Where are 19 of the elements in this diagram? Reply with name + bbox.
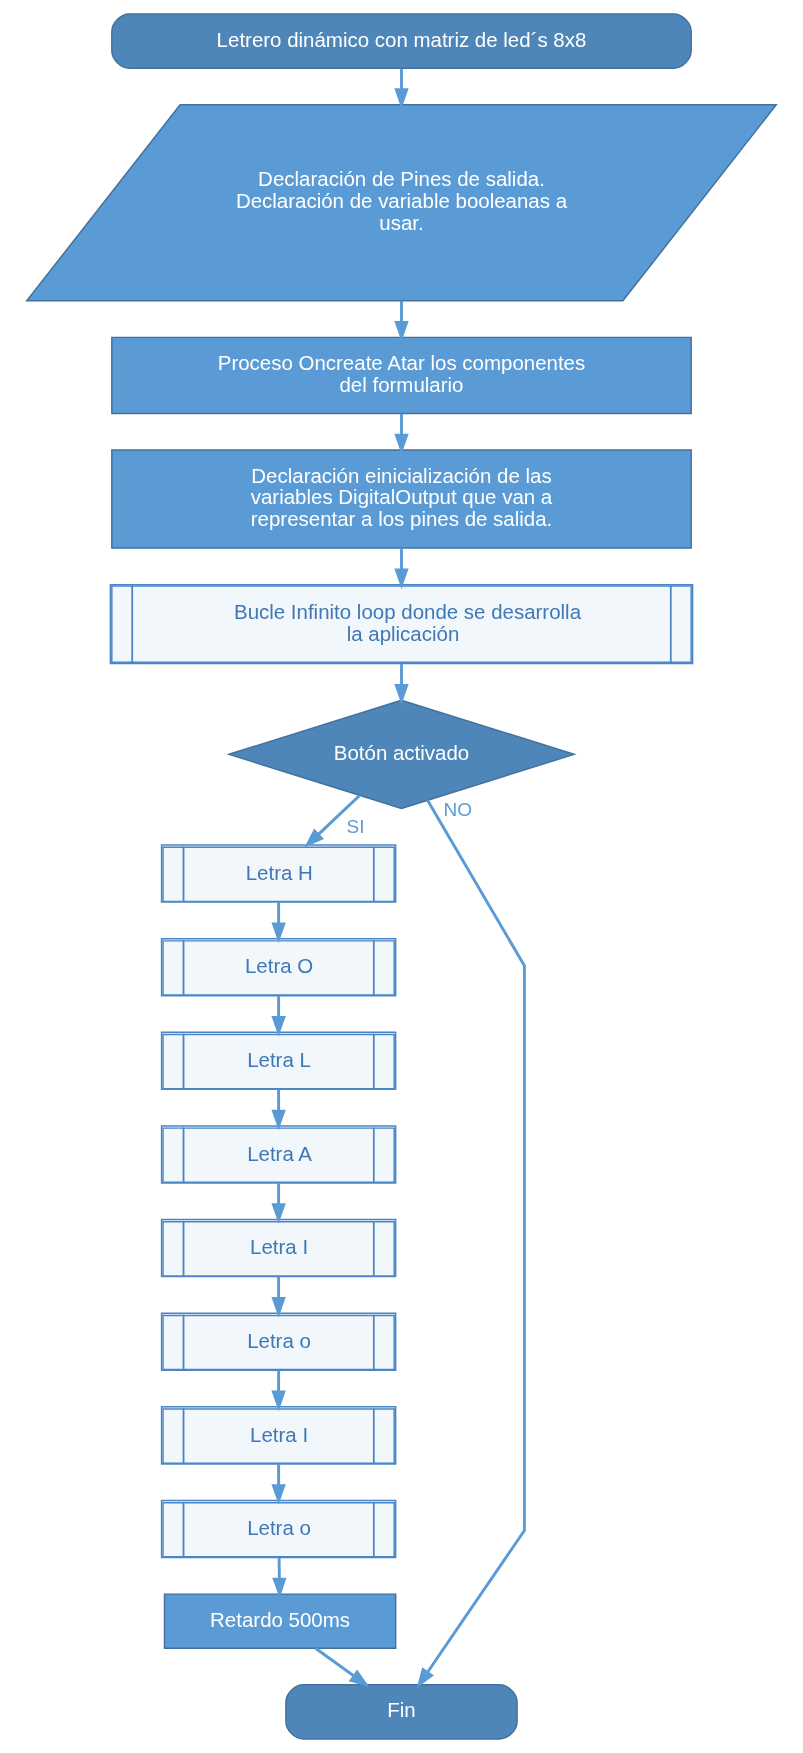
arrow [304, 794, 361, 848]
node-box: Letrero dinámico con matriz de led´s 8x8 [111, 13, 692, 69]
edge-label: SI [346, 815, 365, 837]
arrow [394, 548, 409, 589]
arrow [394, 663, 409, 705]
arrow [271, 1089, 286, 1131]
node-box: Declaración einicialización de las variables DigitalOutput que van a representar a los pines de salida. [111, 449, 692, 549]
node-box: Proceso Oncreate Atar los componentes del formulario [111, 336, 692, 415]
arrow [271, 902, 286, 943]
arrow [271, 1183, 286, 1224]
arrow [271, 995, 286, 1037]
arrow [271, 1276, 286, 1318]
arrow [271, 1370, 286, 1412]
node-box: Fin [285, 1684, 518, 1740]
arrow [271, 1464, 286, 1505]
arrow [394, 68, 409, 109]
arrow [416, 799, 526, 1689]
node-box: Retardo 500ms [163, 1593, 397, 1649]
arrow [315, 1647, 370, 1688]
